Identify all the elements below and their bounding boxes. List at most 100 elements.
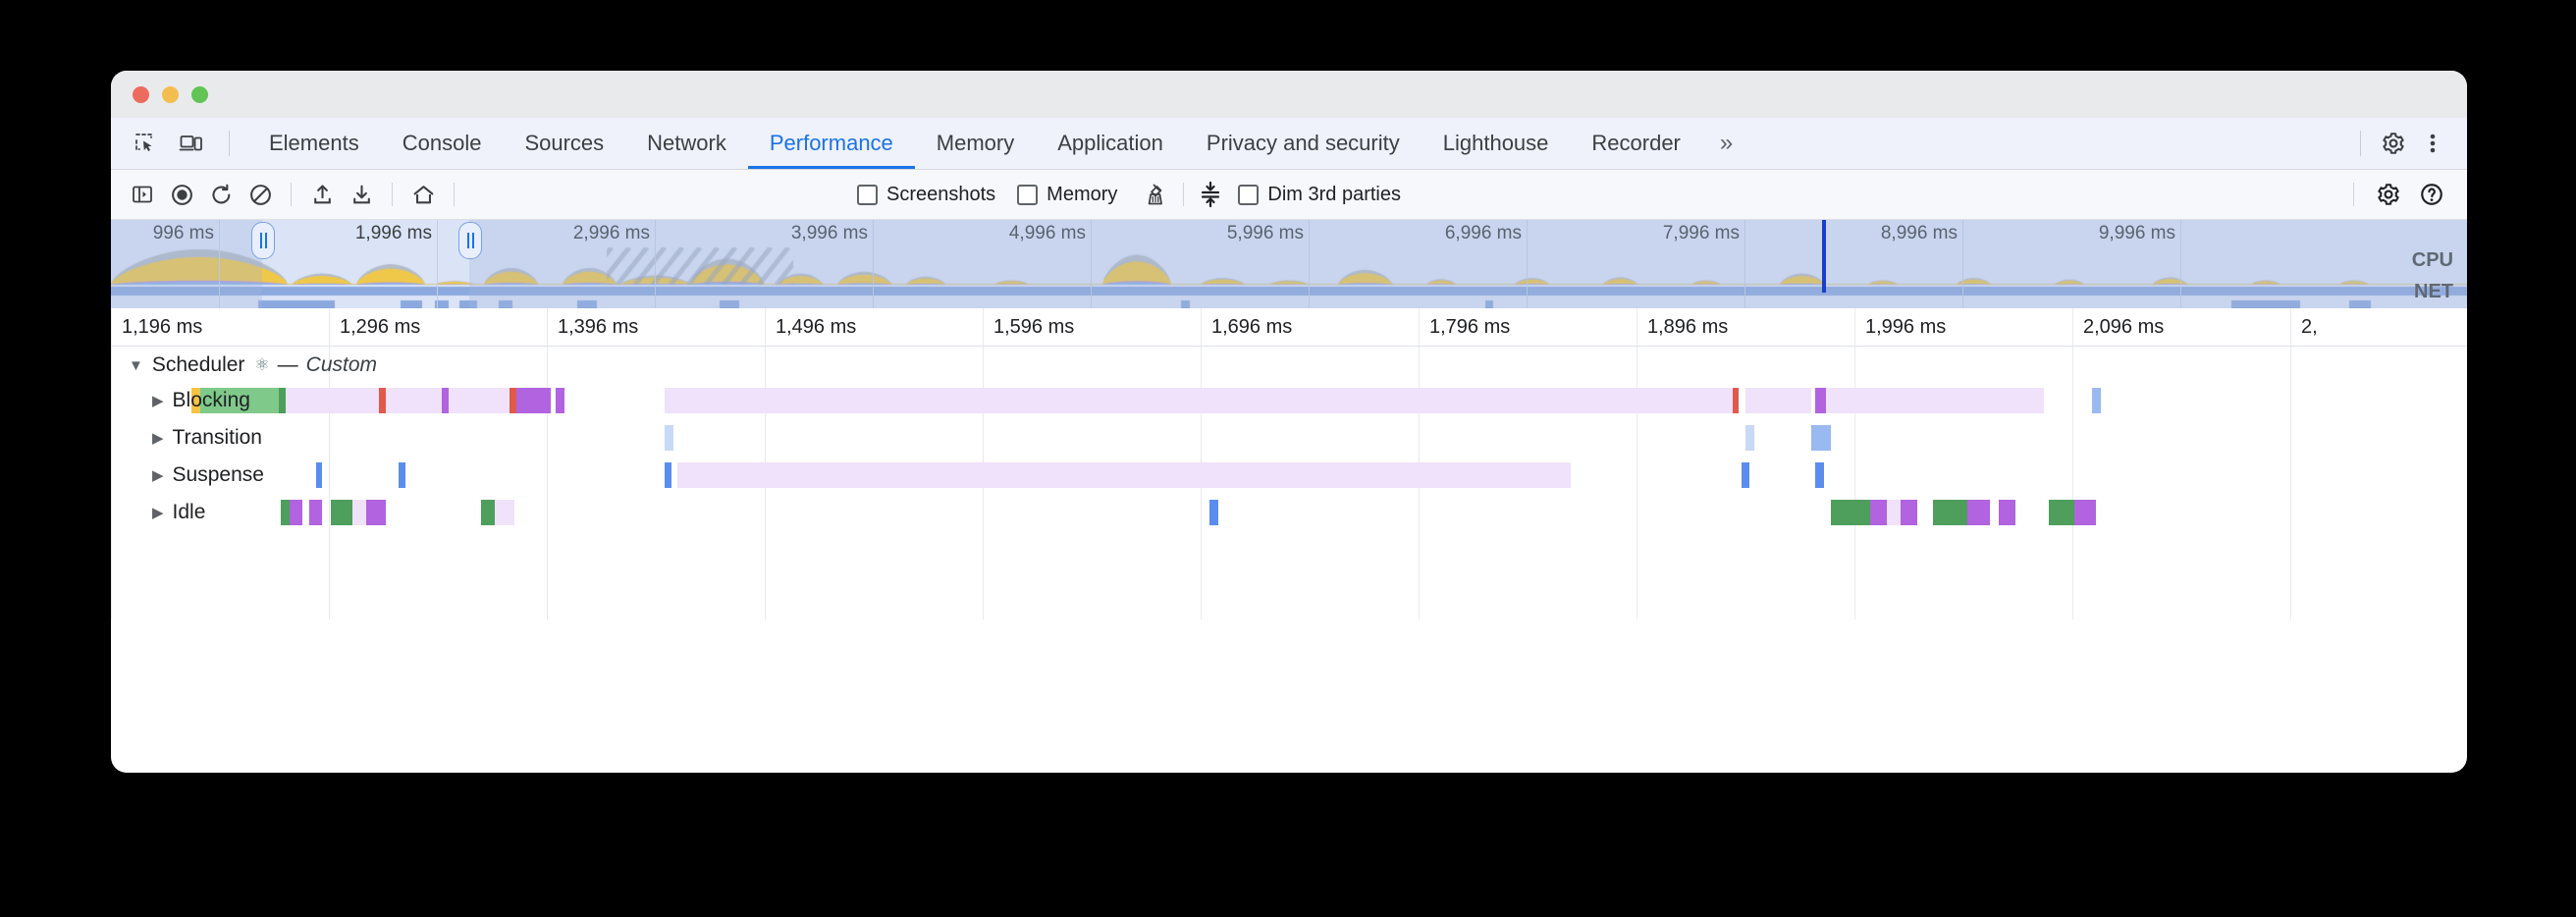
tab-memory[interactable]: Memory xyxy=(936,131,1015,155)
record-icon[interactable] xyxy=(164,177,199,212)
flame-segment[interactable] xyxy=(1741,462,1750,488)
track-row-suspense[interactable]: ▶ Suspense xyxy=(111,457,2467,494)
selection-handle-left[interactable] xyxy=(251,222,276,259)
flame-segment[interactable] xyxy=(1208,500,1218,525)
close-window-button[interactable] xyxy=(133,86,149,103)
flame-segment[interactable] xyxy=(2091,388,2101,413)
tab-performance[interactable]: Performance xyxy=(748,118,915,169)
flame-segment[interactable] xyxy=(494,500,514,525)
flame-segment[interactable] xyxy=(331,500,353,525)
flame-segment[interactable] xyxy=(555,388,564,413)
chevron-right-icon[interactable]: ▶ xyxy=(152,505,164,521)
tab-sources[interactable]: Sources xyxy=(524,131,605,155)
tab-privacy-and-security[interactable]: Privacy and security xyxy=(1206,131,1400,155)
tab-recorder[interactable]: Recorder xyxy=(1591,131,1681,155)
inspect-icon[interactable] xyxy=(129,127,162,160)
flame-segment[interactable] xyxy=(1815,462,1824,488)
load-profile-icon[interactable] xyxy=(304,177,340,212)
flame-chart-tracks[interactable]: ▼ Scheduler ⚛ — Custom ▶ Blocking ▶ Tran… xyxy=(111,347,2467,651)
reload-and-record-icon[interactable] xyxy=(203,177,239,212)
home-icon[interactable] xyxy=(405,177,441,212)
flame-segment[interactable] xyxy=(278,388,286,413)
flame-segment[interactable] xyxy=(1745,425,1754,451)
track-row-idle[interactable]: ▶ Idle xyxy=(111,494,2467,531)
flame-segment[interactable] xyxy=(385,388,443,413)
flame-segment[interactable] xyxy=(664,425,673,451)
flame-segment[interactable] xyxy=(1815,388,1827,413)
chevron-right-icon[interactable]: ▶ xyxy=(152,393,164,409)
flame-segment[interactable] xyxy=(510,388,516,413)
chevron-down-icon[interactable]: ▼ xyxy=(129,356,143,374)
detail-tick-label: 1,196 ms xyxy=(122,316,203,338)
screenshots-checkbox[interactable] xyxy=(857,184,878,205)
capture-settings-gear-icon[interactable] xyxy=(2371,177,2406,212)
flame-segment[interactable] xyxy=(1732,388,1740,413)
chevron-right-icon[interactable]: ▶ xyxy=(152,430,164,447)
track-label-suspense[interactable]: ▶ Suspense xyxy=(152,457,264,494)
track-label-idle[interactable]: ▶ Idle xyxy=(152,494,205,531)
tab-elements[interactable]: Elements xyxy=(269,131,359,155)
flame-segment[interactable] xyxy=(352,500,366,525)
memory-checkbox-row[interactable]: Memory xyxy=(1017,184,1117,206)
track-group-scheduler[interactable]: ▼ Scheduler ⚛ — Custom xyxy=(111,347,2467,382)
flame-segment[interactable] xyxy=(285,388,380,413)
collect-garbage-icon[interactable] xyxy=(1139,177,1174,212)
settings-gear-icon[interactable] xyxy=(2377,127,2410,160)
flame-segment[interactable] xyxy=(290,500,303,525)
flame-segment[interactable] xyxy=(1900,500,1918,525)
track-label-transition[interactable]: ▶ Transition xyxy=(152,419,262,457)
flame-segment[interactable] xyxy=(365,500,386,525)
save-profile-icon[interactable] xyxy=(344,177,379,212)
flame-segment[interactable] xyxy=(2074,500,2097,525)
flame-segment[interactable] xyxy=(1967,500,1990,525)
flame-segment[interactable] xyxy=(664,388,1733,413)
flame-segment[interactable] xyxy=(1887,500,1901,525)
flame-segment[interactable] xyxy=(315,462,323,488)
more-vertical-icon[interactable] xyxy=(2416,127,2449,160)
flame-segment[interactable] xyxy=(281,500,291,525)
flame-segment[interactable] xyxy=(399,462,405,488)
flame-segment[interactable] xyxy=(442,388,450,413)
track-label-blocking[interactable]: ▶ Blocking xyxy=(152,382,250,419)
more-tabs-chevron-icon[interactable]: » xyxy=(1719,130,1734,156)
flame-segment[interactable] xyxy=(1830,500,1870,525)
screenshots-checkbox-row[interactable]: Screenshots xyxy=(857,184,995,206)
flame-segment[interactable] xyxy=(481,500,495,525)
dim-3rd-parties-checkbox[interactable] xyxy=(1238,184,1260,205)
chevron-right-icon[interactable]: ▶ xyxy=(152,467,164,484)
tab-network[interactable]: Network xyxy=(647,131,726,155)
flame-segment[interactable] xyxy=(2048,500,2075,525)
toggle-sidebar-icon[interactable] xyxy=(125,177,160,212)
flame-segment[interactable] xyxy=(1869,500,1888,525)
flame-segment[interactable] xyxy=(1745,388,1811,413)
flame-segment[interactable] xyxy=(191,388,200,413)
flame-segment[interactable] xyxy=(677,462,1572,488)
scheduler-group-label[interactable]: ▼ Scheduler ⚛ — Custom xyxy=(129,347,377,384)
device-toolbar-icon[interactable] xyxy=(174,127,207,160)
help-icon[interactable] xyxy=(2414,177,2449,212)
track-row-blocking[interactable]: ▶ Blocking xyxy=(111,382,2467,419)
expand-collapse-icon[interactable] xyxy=(1193,177,1228,212)
flame-segment[interactable] xyxy=(1810,425,1831,451)
selection-handle-right[interactable] xyxy=(458,222,483,259)
dim-3rd-parties-row[interactable]: Dim 3rd parties xyxy=(1238,184,1401,206)
flame-segment[interactable] xyxy=(1998,500,2016,525)
flame-segment[interactable] xyxy=(449,388,510,413)
flame-segment[interactable] xyxy=(664,462,671,488)
memory-checkbox[interactable] xyxy=(1017,184,1039,205)
tab-console[interactable]: Console xyxy=(402,131,482,155)
track-row-transition[interactable]: ▶ Transition xyxy=(111,419,2467,457)
flame-segment[interactable] xyxy=(1826,388,2045,413)
tab-application[interactable]: Application xyxy=(1057,131,1163,155)
flame-segment[interactable] xyxy=(515,388,552,413)
zoom-window-button[interactable] xyxy=(191,86,208,103)
flame-segment[interactable] xyxy=(200,388,279,413)
flame-segment[interactable] xyxy=(1932,500,1968,525)
clear-icon[interactable] xyxy=(242,177,278,212)
minimize-window-button[interactable] xyxy=(162,86,179,103)
tab-lighthouse[interactable]: Lighthouse xyxy=(1442,131,1549,155)
flame-segment[interactable] xyxy=(379,388,386,413)
flame-segment[interactable] xyxy=(309,500,323,525)
